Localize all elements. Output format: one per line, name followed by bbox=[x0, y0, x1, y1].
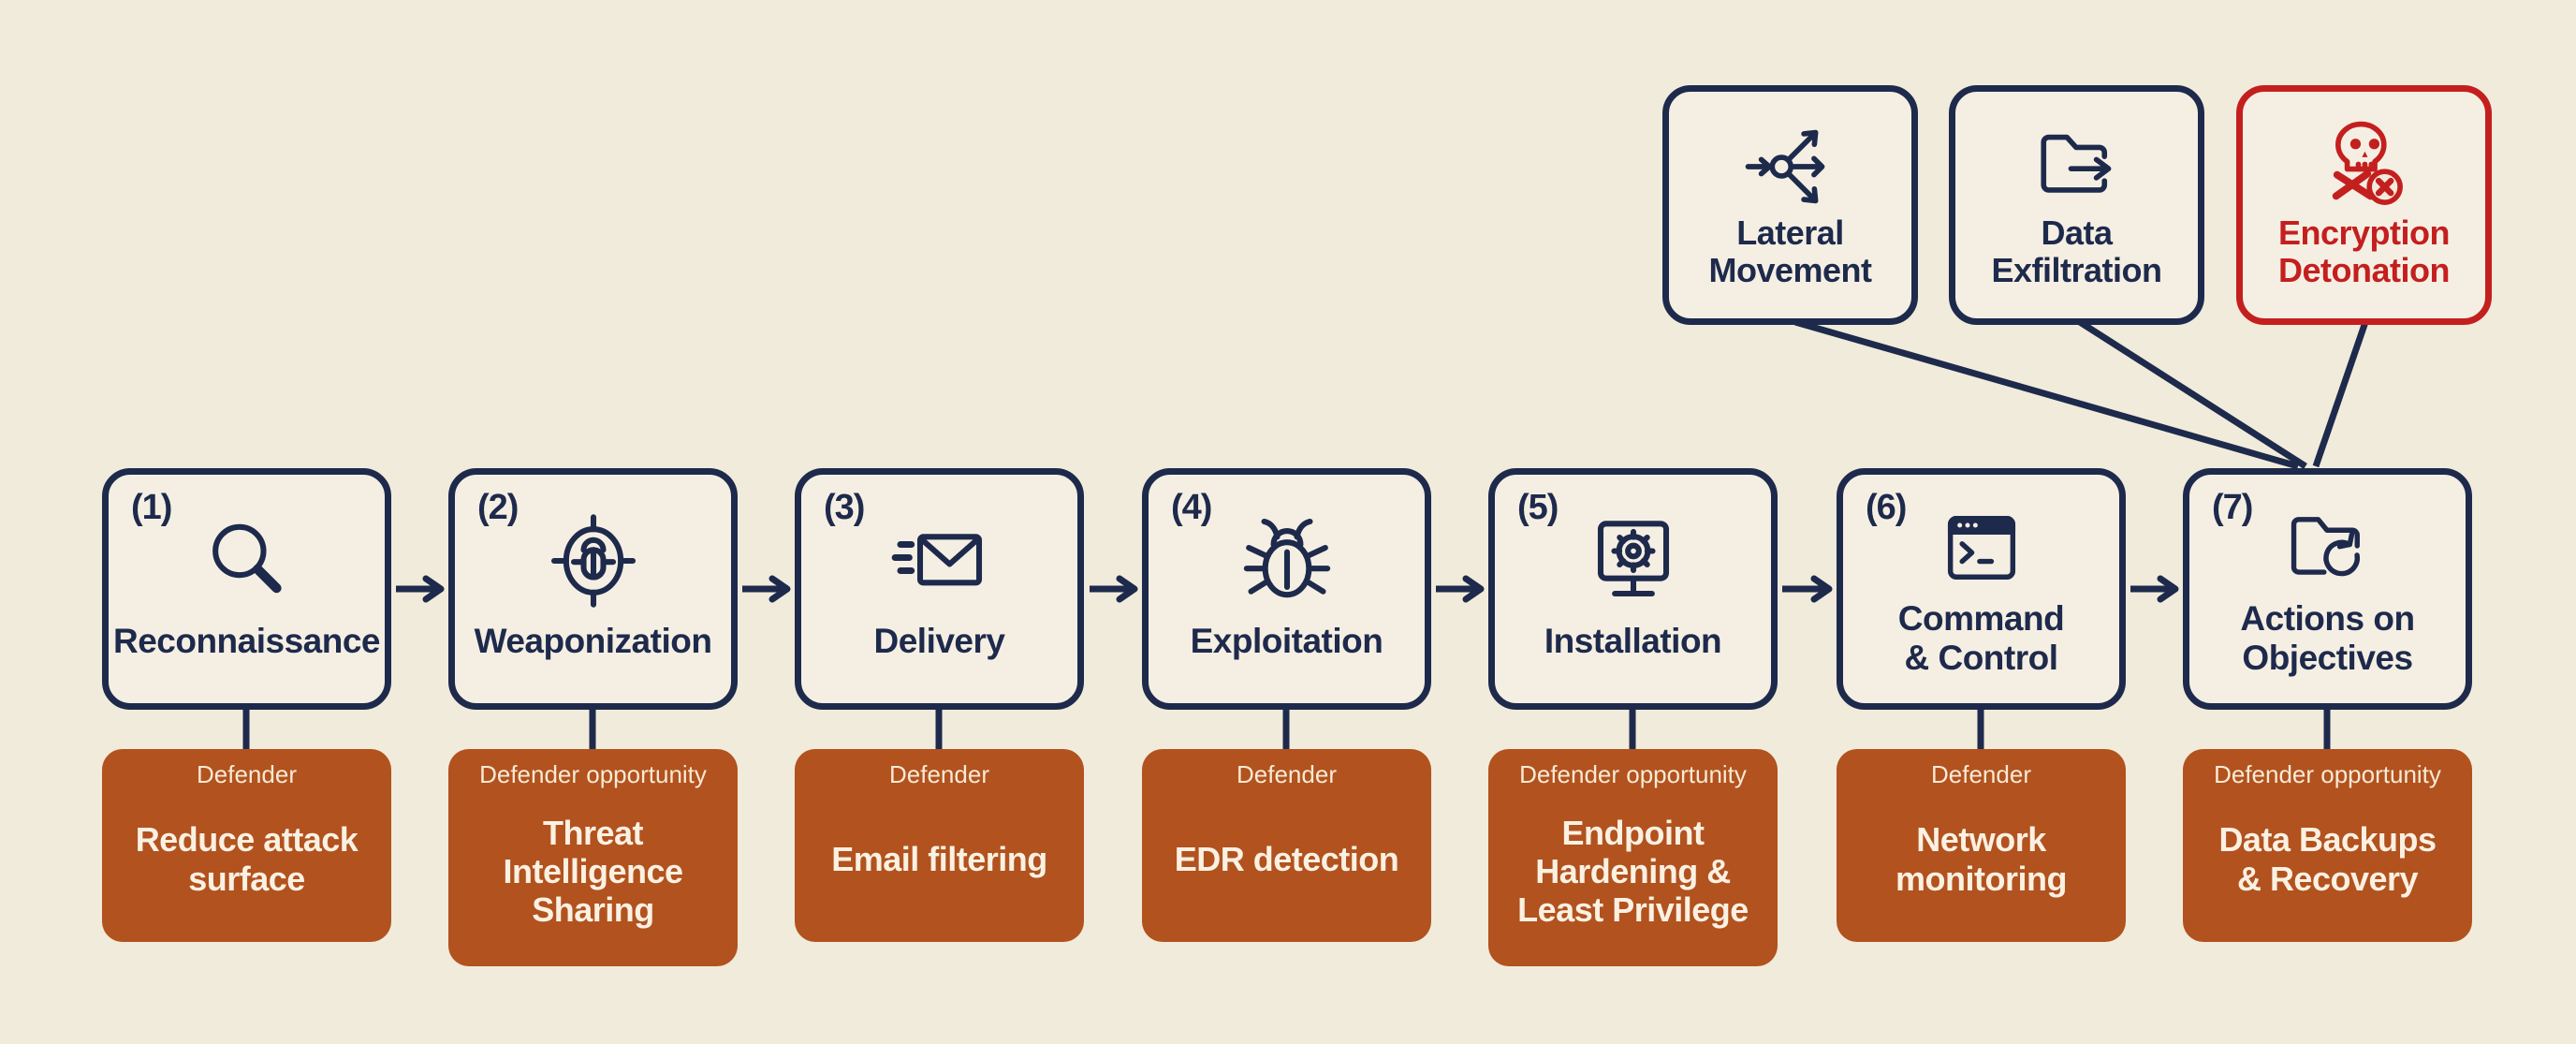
defender-text: Reduce attack surface bbox=[135, 820, 359, 898]
monitor-gear-icon bbox=[1581, 508, 1686, 613]
defender-tag: Defender bbox=[1237, 760, 1337, 788]
defender-tag: Defender bbox=[1931, 760, 2031, 788]
threat-box-lateral-movement: Lateral Movement bbox=[1662, 85, 1918, 325]
defender-text: Data Backups & Recovery bbox=[2218, 820, 2437, 898]
stage-number: (4) bbox=[1171, 488, 1212, 527]
stage-box-delivery: (3) Delivery bbox=[795, 468, 1084, 710]
defender-box: Defender Reduce attack surface bbox=[102, 749, 391, 942]
stage-number: (7) bbox=[2212, 488, 2253, 527]
defender-box: Defender opportunity Data Backups & Reco… bbox=[2183, 749, 2472, 942]
defender-text: Threat Intelligence Sharing bbox=[503, 813, 683, 930]
stage-box-reconnaissance: (1) Reconnaissance bbox=[102, 468, 391, 710]
stage-label: Command & Control bbox=[1897, 599, 2065, 677]
threat-connector-line bbox=[1794, 318, 2299, 470]
stage-label: Installation bbox=[1544, 621, 1722, 660]
stage-number: (2) bbox=[477, 488, 519, 527]
stage-box-actions-on-objectives: (7) Actions on Objectives bbox=[2183, 468, 2472, 710]
defender-text: Endpoint Hardening & Least Privilege bbox=[1517, 813, 1749, 930]
stage-label: Actions on Objectives bbox=[2240, 599, 2415, 677]
threat-box-data-exfiltration: Data Exfiltration bbox=[1949, 85, 2204, 325]
defender-tag: Defender bbox=[889, 760, 989, 788]
defender-text: Network monitoring bbox=[1895, 820, 2067, 898]
defender-box: Defender EDR detection bbox=[1142, 749, 1431, 942]
stage-label: Weaponization bbox=[474, 621, 712, 660]
defender-tag: Defender opportunity bbox=[479, 760, 707, 788]
branch-arrows-icon bbox=[1742, 118, 1839, 215]
defender-box: Defender Email filtering bbox=[795, 749, 1084, 942]
defender-box: Defender opportunity Endpoint Hardening … bbox=[1488, 749, 1778, 966]
bug-icon bbox=[1235, 508, 1339, 613]
threat-label: Encryption Detonation bbox=[2277, 213, 2451, 290]
folder-sync-icon bbox=[2281, 501, 2375, 595]
stage-number: (3) bbox=[824, 488, 865, 527]
stage-box-command-control: (6) Command & Control bbox=[1837, 468, 2126, 710]
folder-export-icon bbox=[2028, 118, 2126, 215]
threat-box-encryption-detonation: Encryption Detonation bbox=[2236, 85, 2492, 325]
threat-connector-line bbox=[2078, 319, 2307, 469]
threat-connector-line bbox=[2312, 320, 2369, 468]
send-email-icon bbox=[887, 508, 992, 613]
stage-number: (1) bbox=[131, 488, 172, 527]
terminal-icon bbox=[1935, 501, 2028, 595]
threat-label: Lateral Movement bbox=[1708, 213, 1872, 290]
target-bug-icon bbox=[541, 508, 646, 613]
defender-tag: Defender opportunity bbox=[1519, 760, 1747, 788]
defender-tag: Defender opportunity bbox=[2214, 760, 2441, 788]
stage-box-exploitation: (4) Exploitation bbox=[1142, 468, 1431, 710]
stage-box-installation: (5) Installation bbox=[1488, 468, 1778, 710]
stage-label: Exploitation bbox=[1190, 621, 1383, 660]
stage-label: Delivery bbox=[873, 621, 1006, 660]
defender-text: Email filtering bbox=[831, 839, 1047, 878]
defender-box: Defender opportunity Threat Intelligence… bbox=[448, 749, 738, 966]
search-icon bbox=[195, 508, 300, 613]
stage-label: Reconnaissance bbox=[112, 621, 381, 660]
defender-text: EDR detection bbox=[1174, 839, 1399, 878]
defender-box: Defender Network monitoring bbox=[1837, 749, 2126, 942]
stage-number: (5) bbox=[1517, 488, 1559, 527]
stage-box-weaponization: (2) Weaponization bbox=[448, 468, 738, 710]
stage-number: (6) bbox=[1866, 488, 1907, 527]
threat-label: Data Exfiltration bbox=[1991, 213, 2162, 290]
skull-crossbones-icon bbox=[2316, 118, 2413, 215]
defender-tag: Defender bbox=[197, 760, 297, 788]
